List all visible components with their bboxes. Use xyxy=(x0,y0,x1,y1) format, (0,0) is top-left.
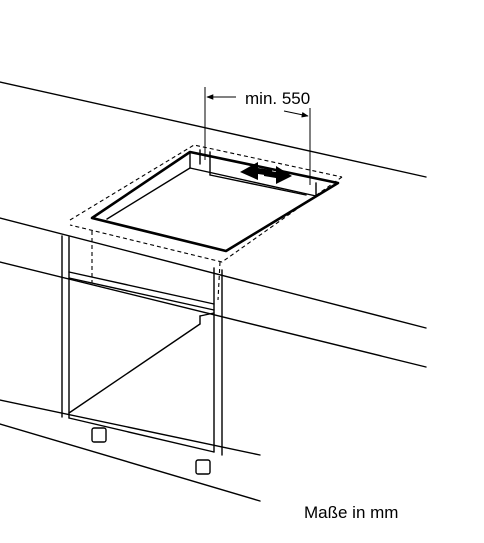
min-depth-dimension: min. 550 xyxy=(204,87,311,185)
base-cabinet xyxy=(0,235,261,502)
hob-outline-dashed xyxy=(69,144,343,301)
units-note: Maße in mm xyxy=(304,503,398,522)
worktop xyxy=(0,81,427,368)
insert-direction-arrows xyxy=(240,162,292,184)
worktop-cutout xyxy=(90,149,340,253)
dimension-label: min. 550 xyxy=(245,89,310,108)
